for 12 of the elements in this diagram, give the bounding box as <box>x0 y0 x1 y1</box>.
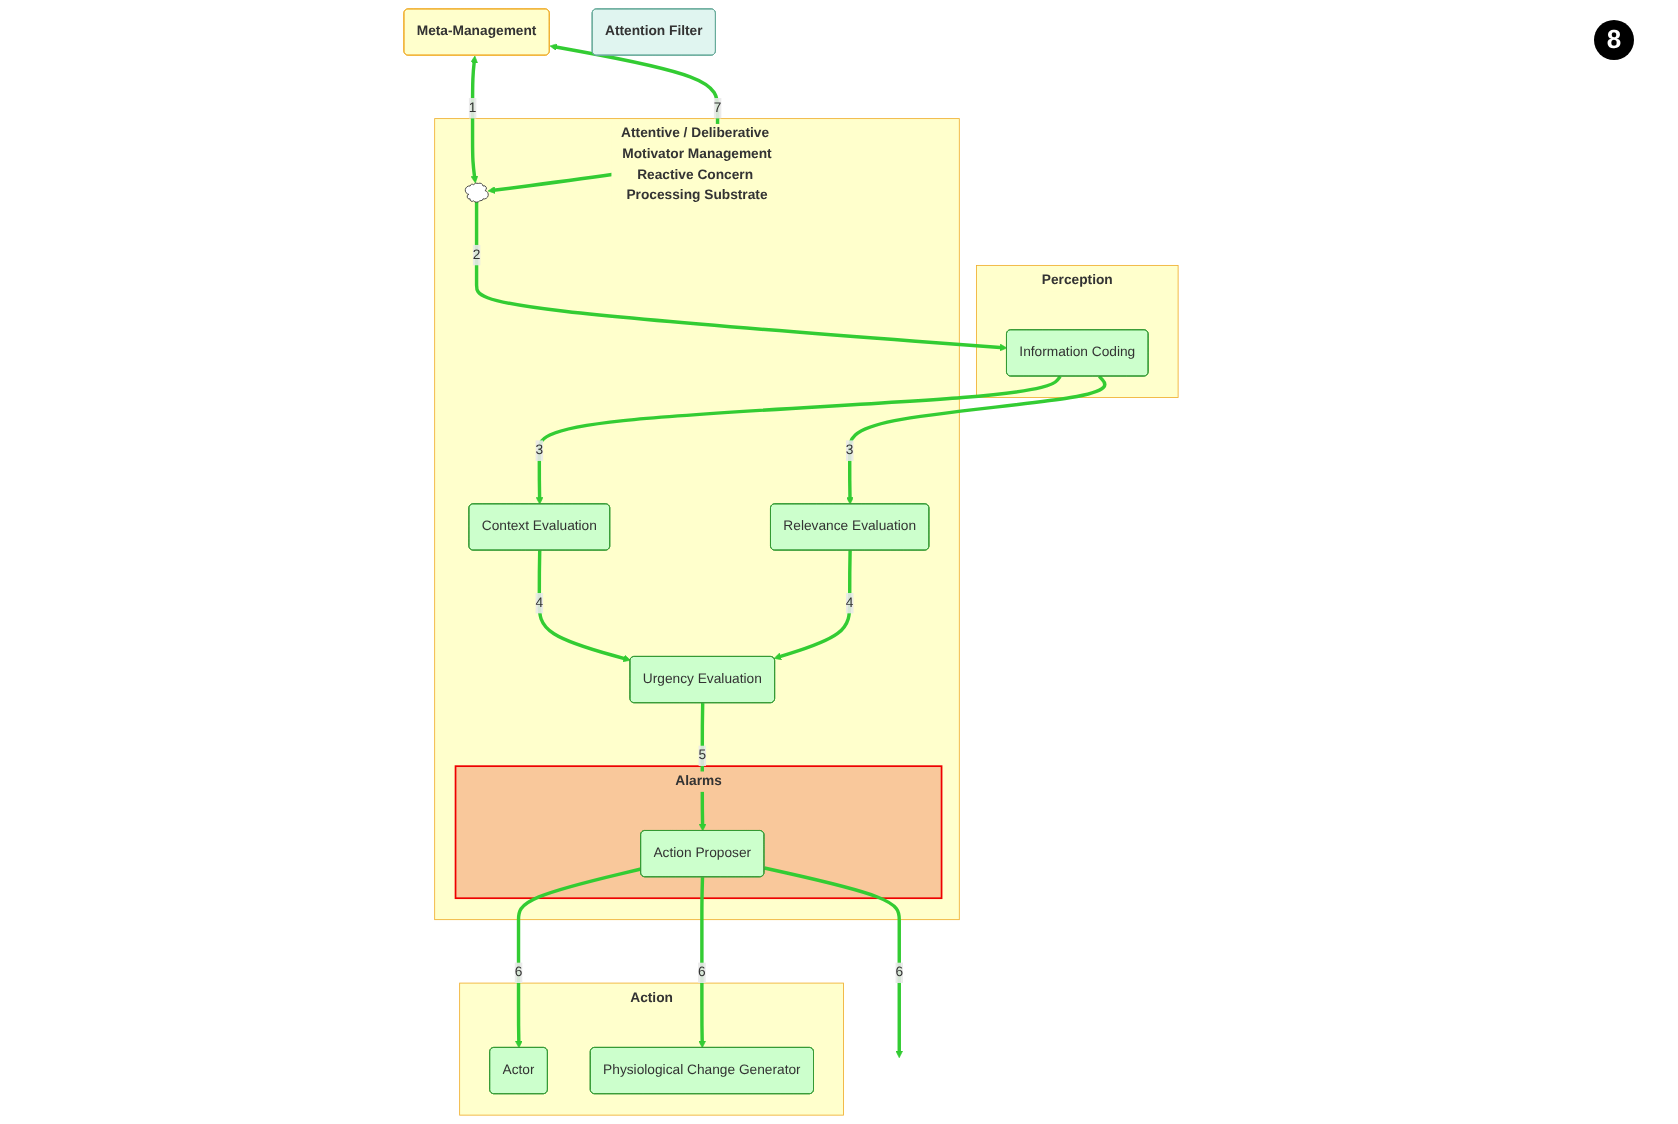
arrow <box>764 866 903 1059</box>
arrow <box>537 550 631 663</box>
arrow <box>773 550 852 660</box>
arrow <box>515 867 642 1049</box>
node-cloud <box>464 182 489 203</box>
arrow <box>470 55 479 184</box>
arrow <box>535 375 1062 505</box>
arrow <box>474 201 1008 352</box>
callout-number: 8 <box>1594 20 1634 60</box>
arrow <box>846 375 1107 505</box>
arrow <box>698 703 707 832</box>
arrow <box>698 877 706 1049</box>
